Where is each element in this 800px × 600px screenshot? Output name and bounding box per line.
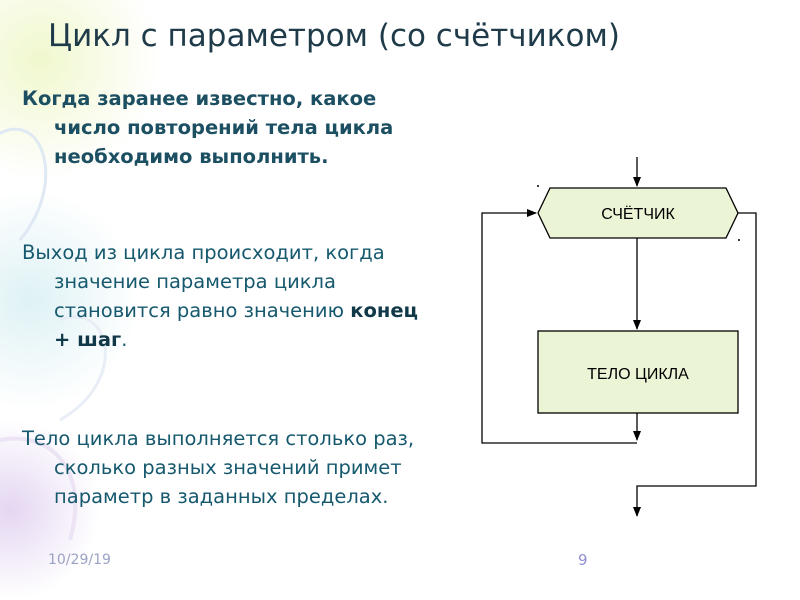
exit-text-end: . xyxy=(121,328,128,351)
decor-swirl-3 xyxy=(0,436,78,541)
exit-text: Выход из цикла происходит, когда значени… xyxy=(22,238,422,354)
page-number: 9 xyxy=(578,551,588,569)
loop-back-line xyxy=(481,209,637,444)
body-text: Тело цикла выполняется столько раз, скол… xyxy=(22,427,415,508)
dot-marker-right xyxy=(738,239,740,241)
exit-text-bold: конец + шаг xyxy=(54,299,419,351)
counter-block xyxy=(537,187,739,239)
decor-swirl-2 xyxy=(59,315,107,422)
decor-swirl-1 xyxy=(0,127,48,241)
intro-paragraph: Когда заранее известно, какое число повт… xyxy=(22,84,422,171)
exit-text-part: Выход из цикла происходит, когда значени… xyxy=(22,241,385,322)
slide-title: Цикл с параметром (со счётчиком) xyxy=(48,18,620,54)
decor-blob-purple xyxy=(0,420,100,600)
body-block xyxy=(537,330,739,414)
body-paragraph: Тело цикла выполняется столько раз, скол… xyxy=(22,424,422,511)
exit-line xyxy=(633,212,757,517)
slide-date: 10/29/19 xyxy=(48,552,111,568)
dot-marker-left xyxy=(537,185,539,187)
counter-label: СЧЁТЧИК xyxy=(601,205,675,223)
decor-blob-green xyxy=(0,0,160,180)
body-label: ТЕЛО ЦИКЛА xyxy=(587,366,689,383)
exit-paragraph: Выход из цикла происходит, когда значени… xyxy=(22,238,422,354)
intro-text: Когда заранее известно, какое число повт… xyxy=(22,87,394,168)
